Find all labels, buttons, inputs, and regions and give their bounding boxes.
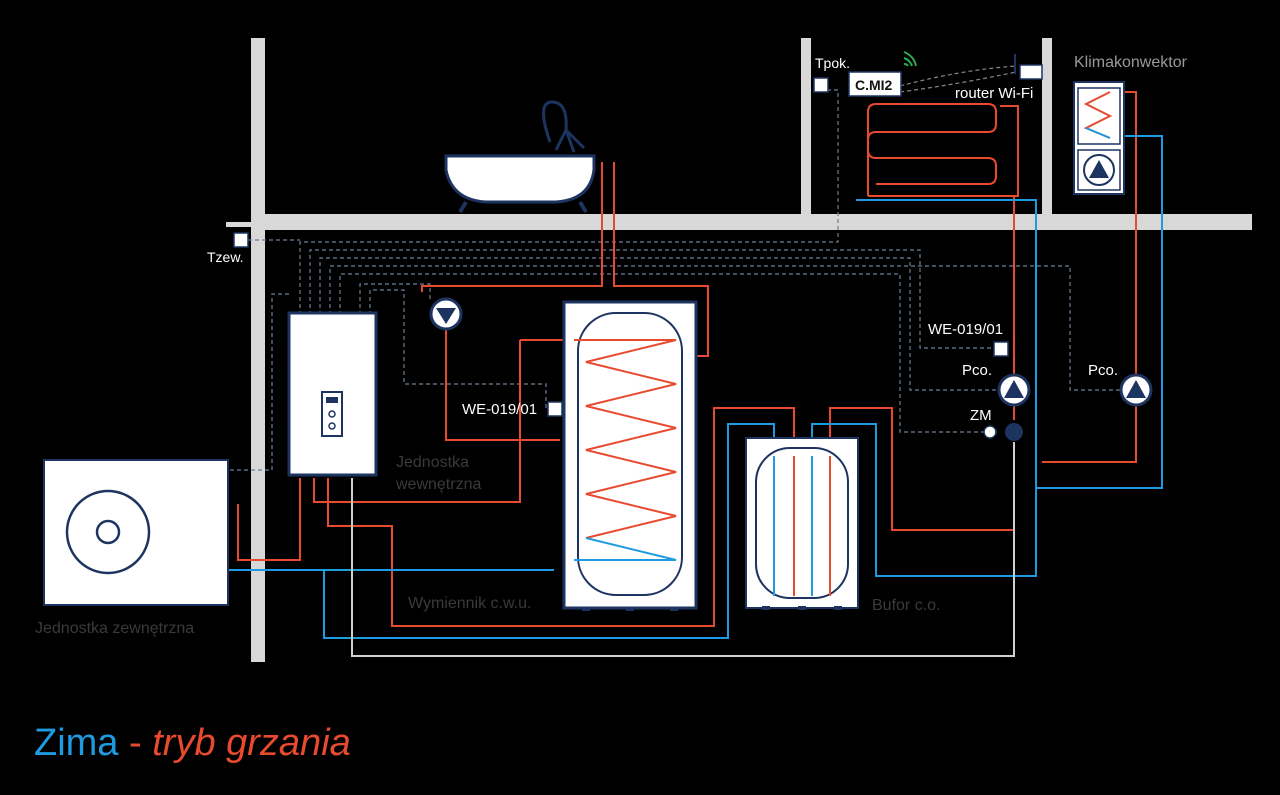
- return-line: [351, 442, 1015, 657]
- label-wymiennik: Wymiennik c.w.u.: [408, 595, 531, 612]
- title-season: Zima: [34, 722, 119, 764]
- dhw-tank: [562, 300, 698, 611]
- pump-icon: [997, 373, 1031, 407]
- fan-coil-unit: [1073, 81, 1125, 195]
- sensor-tzew: [233, 232, 249, 248]
- cmi2-label: C.MI2: [855, 77, 893, 93]
- dhw-coil: [574, 339, 677, 539]
- router-icon: [1014, 54, 1043, 80]
- label-indoor-1: Jednostka: [396, 454, 469, 471]
- sensor-tpok: [813, 77, 829, 93]
- cold-lines: [228, 135, 1163, 639]
- mixing-valve: [983, 423, 1023, 441]
- building-structure: [226, 38, 1252, 662]
- pump-icon: [1119, 373, 1153, 407]
- cmi2-module: [848, 71, 902, 97]
- control-wiring: [230, 65, 1120, 471]
- wall-left: [251, 38, 265, 662]
- hot-lines: [237, 91, 1137, 627]
- label-pco-right: Pco.: [1088, 362, 1118, 379]
- label-tzew: Tzew.: [207, 249, 244, 265]
- pump-icon: [429, 297, 463, 331]
- bathtub-icon: [444, 100, 596, 214]
- floor-ledge: [226, 222, 254, 227]
- controller-icon: [321, 391, 343, 437]
- title-mode: tryb grzania: [152, 722, 351, 764]
- label-zm: ZM: [970, 407, 992, 424]
- wall-right: [1042, 38, 1052, 216]
- label-we019-left: WE-019/01: [462, 401, 537, 418]
- indoor-unit: [287, 311, 378, 477]
- wall-mid: [801, 38, 811, 216]
- floor-slab: [251, 214, 1252, 230]
- buffer-tank: [745, 437, 859, 610]
- outdoor-unit: [43, 459, 229, 606]
- page-title: Zima - tryb grzania: [34, 722, 351, 765]
- wifi-signal-icon: [903, 51, 917, 67]
- label-pco-left: Pco.: [962, 362, 992, 379]
- sensor-we019-right: [993, 341, 1009, 357]
- label-indoor-2: wewnętrzna: [395, 476, 481, 493]
- label-we019-right: WE-019/01: [928, 321, 1003, 338]
- sensor-we019-left: [547, 401, 563, 417]
- fan-icon: [65, 489, 151, 575]
- label-router: router Wi-Fi: [955, 85, 1033, 102]
- label-outdoor: Jednostka zewnętrzna: [35, 620, 194, 637]
- title-separator: -: [118, 722, 153, 764]
- label-bufor: Bufor c.o.: [872, 597, 940, 614]
- label-tpok: Tpok.: [815, 55, 850, 71]
- label-klimakonwektor: Klimakonwektor: [1074, 54, 1188, 71]
